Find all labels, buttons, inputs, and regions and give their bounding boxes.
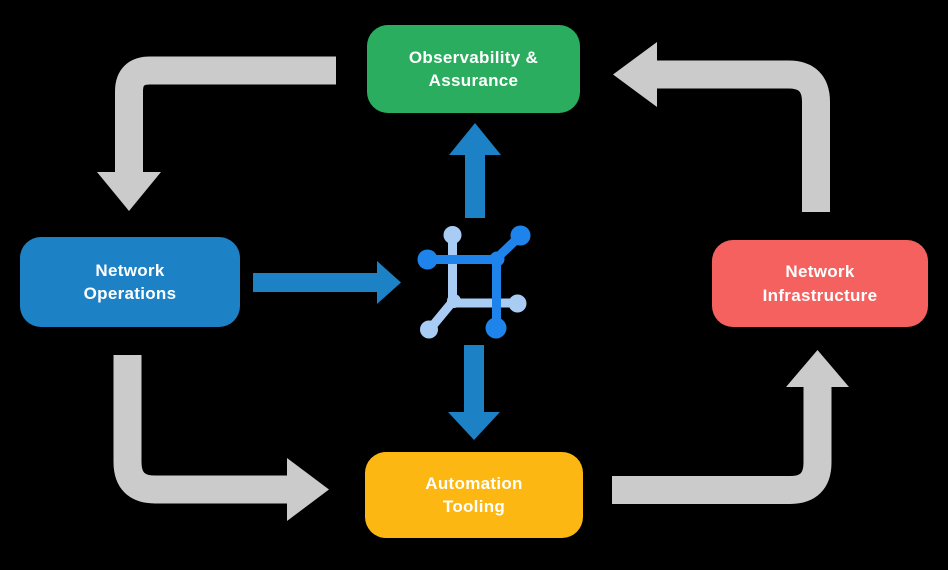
cycle-arrowhead-down bbox=[97, 172, 161, 211]
node-network-operations: Network Operations bbox=[20, 237, 240, 327]
cycle-arrow-automation-to-infrastructure bbox=[612, 387, 832, 504]
cycle-arrow-observability-to-operations bbox=[115, 56, 336, 172]
icon-node-junction bbox=[489, 251, 505, 267]
icon-light-nodes bbox=[420, 226, 527, 339]
node-label-line2: Infrastructure bbox=[762, 285, 878, 305]
node-label-line1: Network bbox=[95, 260, 165, 280]
flow-arrows bbox=[253, 154, 485, 413]
node-label-line1: Network bbox=[785, 262, 855, 282]
network-automation-icon bbox=[417, 225, 531, 339]
node-label-line1: Observability & bbox=[408, 47, 539, 67]
flow-arrowhead-right bbox=[377, 261, 401, 304]
icon-node bbox=[510, 225, 531, 246]
icon-node bbox=[417, 249, 438, 270]
node-network-infrastructure: Network Infrastructure bbox=[712, 240, 928, 327]
icon-node bbox=[485, 317, 507, 339]
cycle-arrowhead-up bbox=[786, 350, 849, 387]
cycle-arrowhead-right bbox=[287, 458, 329, 521]
cycle-arrowhead-left bbox=[613, 42, 657, 107]
node-label-line2: Assurance bbox=[428, 71, 519, 90]
icon-node bbox=[420, 320, 438, 339]
icon-node-junction bbox=[447, 294, 461, 308]
node-label-line1: Automation bbox=[425, 473, 523, 493]
cycle-arrows bbox=[113, 56, 832, 504]
icon-node bbox=[508, 294, 527, 313]
cycle-arrowheads bbox=[97, 42, 849, 521]
node-label-line2: Tooling bbox=[442, 497, 506, 516]
cycle-arrow-infrastructure-to-observability bbox=[657, 60, 830, 212]
node-observability-assurance: Observability & Assurance bbox=[367, 25, 580, 113]
flow-arrowheads bbox=[377, 123, 501, 440]
flow-arrowhead-up bbox=[449, 123, 501, 155]
node-automation-tooling: Automation Tooling bbox=[365, 452, 583, 538]
icon-dark-nodes bbox=[417, 225, 531, 339]
node-label-line2: Operations bbox=[83, 284, 177, 303]
flow-arrowhead-down bbox=[448, 412, 500, 440]
icon-node bbox=[443, 226, 462, 244]
cycle-arrow-operations-to-automation bbox=[113, 355, 287, 504]
